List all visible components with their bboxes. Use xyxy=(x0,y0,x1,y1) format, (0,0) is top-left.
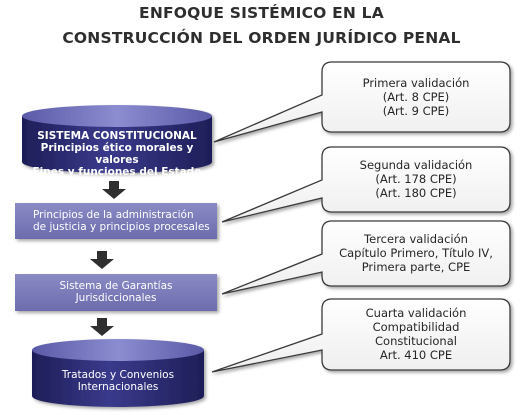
callout-segunda-validacion xyxy=(221,146,511,223)
garantias-label: Sistema de Garantías Jurisdiccionales xyxy=(15,280,217,304)
diagram-title-line-2: CONSTRUCCIÓN DEL ORDEN JURÍDICO PENAL xyxy=(62,29,461,47)
garantias-line-1: Sistema de Garantías xyxy=(59,280,173,292)
segunda-validacion-line-3: (Art. 180 CPE) xyxy=(375,186,457,200)
callout-primera-validacion xyxy=(213,61,511,143)
tratados-label: Tratados y Convenios Internacionales xyxy=(32,369,204,393)
cuarta-validacion-line-3: Constitucional xyxy=(375,334,457,348)
tratados-line-1: Tratados y Convenios xyxy=(61,369,175,381)
tratados-line-2: Internacionales xyxy=(77,381,159,393)
tercera-validacion-text: Tercera validación Capítulo Primero, Tít… xyxy=(322,232,510,274)
sistema-constitucional-line-3: Fines y funciones del Estado xyxy=(32,166,202,178)
tercera-validacion-line-3: Primera parte, CPE xyxy=(361,260,471,274)
tercera-validacion-line-2: Capítulo Primero, Título IV, xyxy=(339,246,493,260)
callout-tercera-validacion xyxy=(221,220,511,295)
down-arrow-icon xyxy=(90,318,114,336)
sistema-constitucional-line-1: SISTEMA CONSTITUCIONAL xyxy=(37,130,197,142)
sistema-constitucional-line-2: Principios ético morales y valores xyxy=(40,142,194,166)
primera-validacion-line-1: Primera validación xyxy=(362,76,470,90)
principios-label: Principios de la administración de justi… xyxy=(33,209,217,233)
tratados-cylinder xyxy=(32,339,204,407)
tercera-validacion-line-1: Tercera validación xyxy=(364,232,468,246)
diagram-title-line-1: ENFOQUE SISTÉMICO EN LA xyxy=(139,4,384,22)
cuarta-validacion-line-2: Compatibilidad xyxy=(372,320,460,334)
primera-validacion-line-2: (Art. 8 CPE) xyxy=(382,90,450,104)
principios-line-2: de justicia y principios procesales xyxy=(33,221,210,233)
segunda-validacion-line-2: (Art. 178 CPE) xyxy=(375,172,457,186)
cuarta-validacion-line-1: Cuarta validación xyxy=(365,306,467,320)
segunda-validacion-text: Segunda validación (Art. 178 CPE) (Art. … xyxy=(322,158,510,200)
primera-validacion-text: Primera validación (Art. 8 CPE) (Art. 9 … xyxy=(322,76,510,118)
cuarta-validacion-text: Cuarta validación Compatibilidad Constit… xyxy=(322,306,510,362)
sistema-constitucional-label: SISTEMA CONSTITUCIONAL Principios ético … xyxy=(22,130,212,178)
garantias-box xyxy=(15,274,217,311)
down-arrow-icon xyxy=(102,181,126,199)
principios-box xyxy=(15,203,217,239)
primera-validacion-line-3: (Art. 9 CPE) xyxy=(382,104,450,118)
down-arrow-icon xyxy=(90,251,114,269)
callout-cuarta-validacion xyxy=(211,298,511,373)
principios-line-1: Principios de la administración xyxy=(33,209,194,221)
sistema-constitucional-cylinder xyxy=(22,105,212,173)
garantias-line-2: Jurisdiccionales xyxy=(75,292,157,304)
segunda-validacion-line-1: Segunda validación xyxy=(359,158,473,172)
cuarta-validacion-line-4: Art. 410 CPE xyxy=(379,348,453,362)
